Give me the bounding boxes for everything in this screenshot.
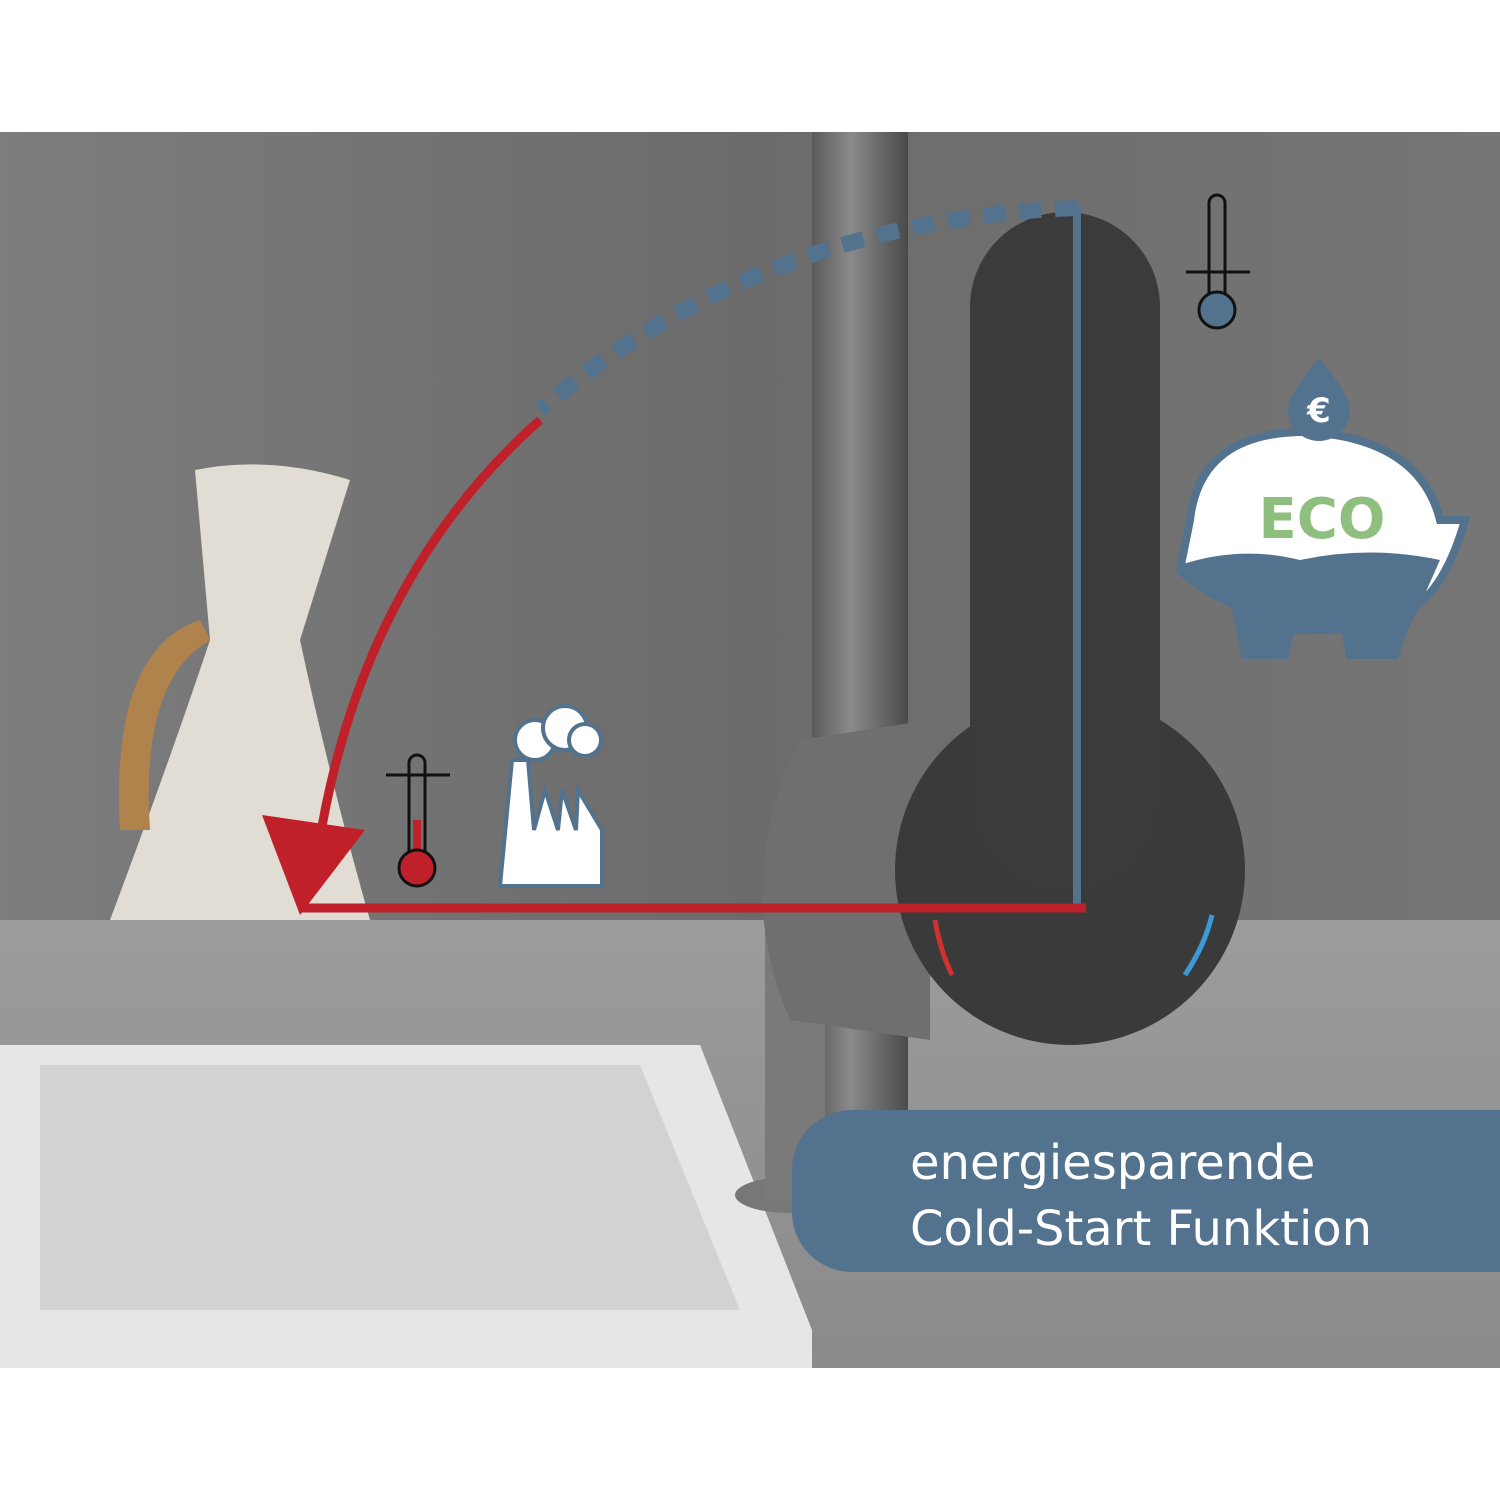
euro-drop-icon: € xyxy=(1288,358,1350,441)
eco-label: ECO xyxy=(1259,487,1386,552)
factory-smoke-icon xyxy=(497,704,604,888)
banner-line-2: Cold-Start Funktion xyxy=(910,1201,1373,1257)
hot-marker xyxy=(932,919,955,977)
cold-arc-dashed xyxy=(534,200,1078,417)
arrow-head xyxy=(262,815,365,915)
piggy-bank-icon: ECO xyxy=(1175,427,1471,659)
cold-marker xyxy=(1182,914,1215,977)
hot-arc xyxy=(313,416,543,851)
banner-line-1: energiesparende xyxy=(910,1135,1316,1191)
faucet-cartridge xyxy=(762,720,930,1040)
euro-symbol: € xyxy=(1306,391,1331,431)
thermometer-hot-icon xyxy=(386,753,450,888)
feature-banner: energiesparende Cold-Start Funktion xyxy=(792,1110,1500,1272)
faucet-pipe xyxy=(812,132,908,1212)
vase-handle xyxy=(119,620,210,830)
faucet-lever xyxy=(970,212,1160,892)
vase xyxy=(110,464,370,920)
sink-basin xyxy=(40,1065,740,1310)
thermometer-cold-icon xyxy=(1186,193,1250,330)
